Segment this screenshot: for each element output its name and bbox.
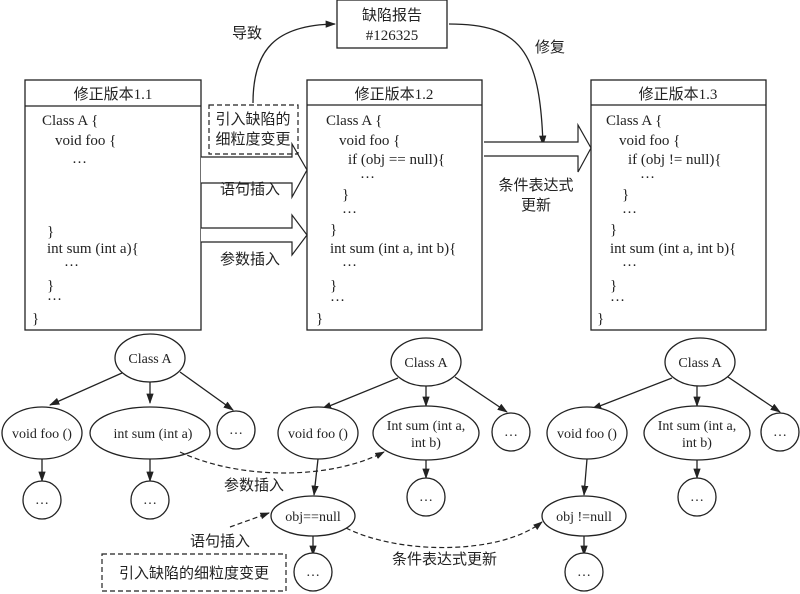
code-line: }	[622, 187, 629, 203]
ast-node-child: …	[143, 493, 157, 508]
cond-update-dashed-edge	[345, 521, 543, 549]
stmt-insert-arrow	[201, 141, 308, 200]
ast-tree-1-3: Class A void foo () Int sum (int a, int …	[541, 337, 800, 592]
code-line: }	[610, 278, 617, 294]
code-line: …	[72, 151, 87, 167]
ast-node-root: Class A	[404, 356, 448, 371]
code-line: …	[342, 201, 357, 217]
code-line: …	[330, 289, 345, 305]
ast-node-child: …	[577, 565, 591, 580]
code-line: Class A {	[606, 113, 662, 129]
ast-node-sum: int b)	[411, 436, 441, 451]
code-line: }	[47, 224, 54, 240]
version-box-1-3: 修正版本1.3 Class A { void foo { if (obj != …	[590, 79, 767, 331]
fine-change-label: 引入缺陷的细粒度变更	[119, 565, 269, 582]
cause-label: 导致	[232, 25, 262, 42]
param-insert-label: 参数插入	[220, 251, 280, 268]
code-line: int sum (int a, int b){	[610, 241, 736, 257]
ast-node-root: Class A	[678, 356, 722, 371]
code-line: }	[330, 278, 337, 294]
code-line: void foo {	[619, 133, 680, 149]
code-line: if (obj != null){	[628, 152, 722, 168]
stmt-insert-label: 语句插入	[220, 181, 280, 198]
ast-node-cond: obj==null	[285, 510, 341, 525]
defect-report-node: 缺陷报告 #126325	[336, 0, 448, 49]
defect-report-id: #126325	[366, 28, 419, 44]
version-box-1-2: 修正版本1.2 Class A { void foo { if (obj == …	[306, 79, 483, 331]
ast-node-sum: int sum (int a)	[114, 427, 193, 442]
cond-update-label: 更新	[521, 197, 551, 214]
cond-update-label: 条件表达式	[498, 177, 573, 194]
code-line: int sum (int a, int b){	[330, 241, 456, 257]
cause-arrow	[252, 20, 337, 104]
code-line: …	[622, 201, 637, 217]
code-line: …	[622, 254, 637, 270]
fine-change-label: 引入缺陷的	[215, 111, 290, 128]
code-line: …	[360, 166, 375, 182]
code-line: void foo {	[55, 133, 116, 149]
fine-change-box-top: 引入缺陷的 细粒度变更	[208, 104, 299, 155]
ast-node-child: …	[690, 490, 704, 505]
code-line: }	[47, 278, 54, 294]
ast-node-cond: obj !=null	[556, 510, 612, 525]
ast-tree-1-2: Class A void foo () Int sum (int a, int …	[270, 337, 531, 592]
code-line: …	[640, 166, 655, 182]
code-line: void foo {	[339, 133, 400, 149]
param-insert-dashed-edge	[179, 451, 385, 474]
tree-cond-update-label: 条件表达式更新	[392, 551, 497, 568]
fix-label: 修复	[535, 38, 565, 56]
code-line: }	[330, 222, 337, 238]
code-line: …	[47, 288, 62, 304]
ast-node-foo: void foo ()	[12, 427, 72, 442]
ast-node-root: Class A	[128, 352, 172, 367]
fine-change-label: 细粒度变更	[215, 131, 290, 148]
code-line: }	[32, 311, 39, 327]
code-line: }	[342, 187, 349, 203]
code-line: Class A {	[326, 113, 382, 129]
ast-node-more: …	[504, 425, 518, 440]
tree-stmt-insert-label: 语句插入	[190, 533, 250, 550]
fix-arrow	[448, 23, 547, 147]
stmt-insert-dashed-edge	[229, 512, 270, 528]
ast-tree-1-1: Class A void foo () int sum (int a) … … …	[1, 333, 256, 520]
defect-report-title: 缺陷报告	[362, 7, 422, 24]
ast-node-more: …	[229, 423, 243, 438]
ast-node-child: …	[419, 490, 433, 505]
ast-node-foo: void foo ()	[557, 427, 617, 442]
ast-node-more: …	[773, 425, 787, 440]
version-title: 修正版本1.1	[74, 86, 153, 103]
ast-node-foo: void foo ()	[288, 427, 348, 442]
cond-update-arrow	[484, 122, 592, 173]
code-line: }	[597, 311, 604, 327]
code-line: if (obj == null){	[348, 152, 445, 168]
code-line: }	[610, 222, 617, 238]
ast-node-sum: int b)	[682, 436, 712, 451]
ast-node-child: …	[35, 493, 49, 508]
ast-node-child: …	[306, 565, 320, 580]
tree-param-insert-label: 参数插入	[224, 477, 284, 494]
code-line: }	[316, 311, 323, 327]
ast-node-sum: Int sum (int a,	[387, 419, 466, 434]
code-line: …	[64, 254, 79, 270]
code-line: …	[610, 289, 625, 305]
ast-node-sum: Int sum (int a,	[658, 419, 737, 434]
version-box-1-1: 修正版本1.1 Class A { void foo { … } int sum…	[24, 79, 202, 331]
param-insert-arrow	[201, 213, 308, 257]
version-title: 修正版本1.3	[639, 86, 718, 103]
code-line: int sum (int a){	[47, 241, 139, 257]
version-title: 修正版本1.2	[355, 86, 434, 103]
fine-change-box-bottom: 引入缺陷的细粒度变更	[101, 553, 287, 592]
code-line: …	[342, 254, 357, 270]
code-line: Class A {	[42, 113, 98, 129]
